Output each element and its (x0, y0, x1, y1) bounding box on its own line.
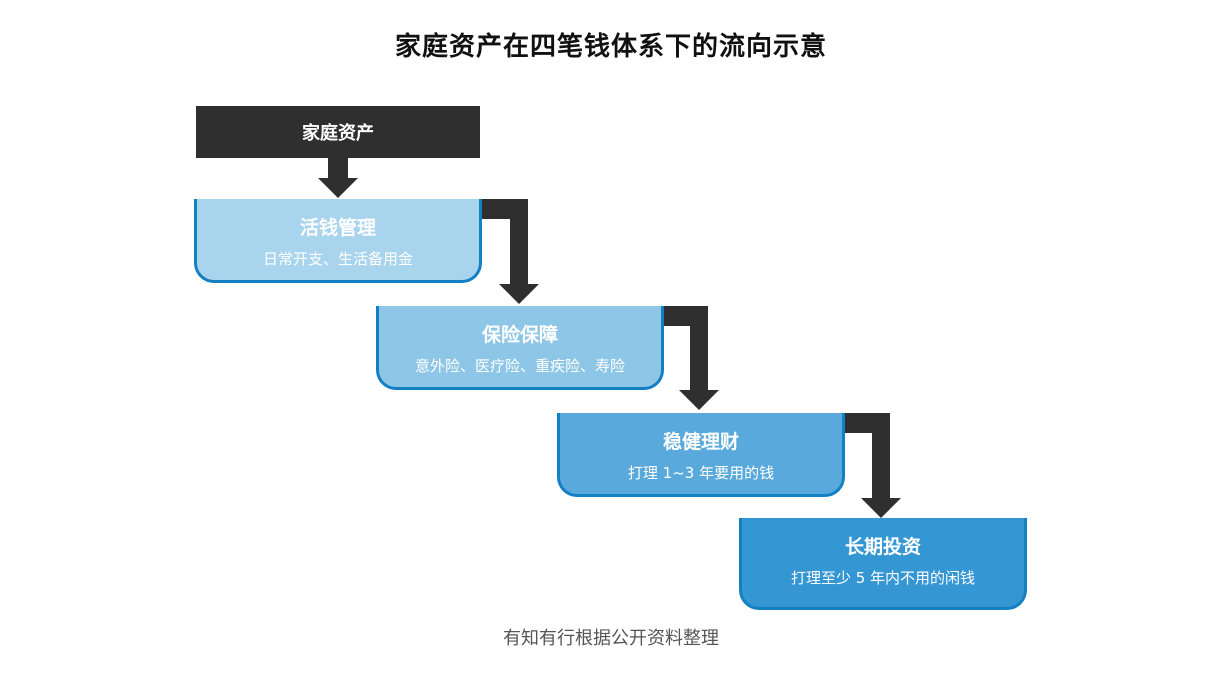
bucket-long-term-investment: 长期投资 打理至少 5 年内不用的闲钱 (739, 518, 1027, 610)
bucket-name: 稳健理财 (662, 431, 739, 453)
arrow-insurance-to-stable (662, 306, 719, 410)
bucket-desc: 打理 1~3 年要用的钱 (627, 464, 775, 482)
bucket-desc: 打理至少 5 年内不用的闲钱 (790, 569, 976, 587)
diagram-title: 家庭资产在四笔钱体系下的流向示意 (394, 32, 827, 62)
bucket-name: 长期投资 (844, 536, 921, 558)
bucket-cash-management: 活钱管理 日常开支、生活备用金 (194, 199, 482, 283)
bucket-name: 活钱管理 (299, 217, 376, 239)
arrow-root-to-cash (318, 158, 358, 198)
bucket-name: 保险保障 (481, 324, 558, 346)
bucket-insurance: 保险保障 意外险、医疗险、重疾险、寿险 (376, 306, 664, 390)
root-box-label: 家庭资产 (302, 123, 374, 144)
root-box-family-assets: 家庭资产 (196, 106, 480, 158)
source-note: 有知有行根据公开资料整理 (503, 628, 719, 649)
arrow-cash-to-insurance (480, 199, 539, 304)
bucket-stable-finance: 稳健理财 打理 1~3 年要用的钱 (557, 413, 845, 497)
bucket-desc: 日常开支、生活备用金 (262, 250, 413, 268)
bucket-desc: 意外险、医疗险、重疾险、寿险 (414, 357, 625, 375)
arrow-stable-to-longterm (844, 413, 901, 518)
